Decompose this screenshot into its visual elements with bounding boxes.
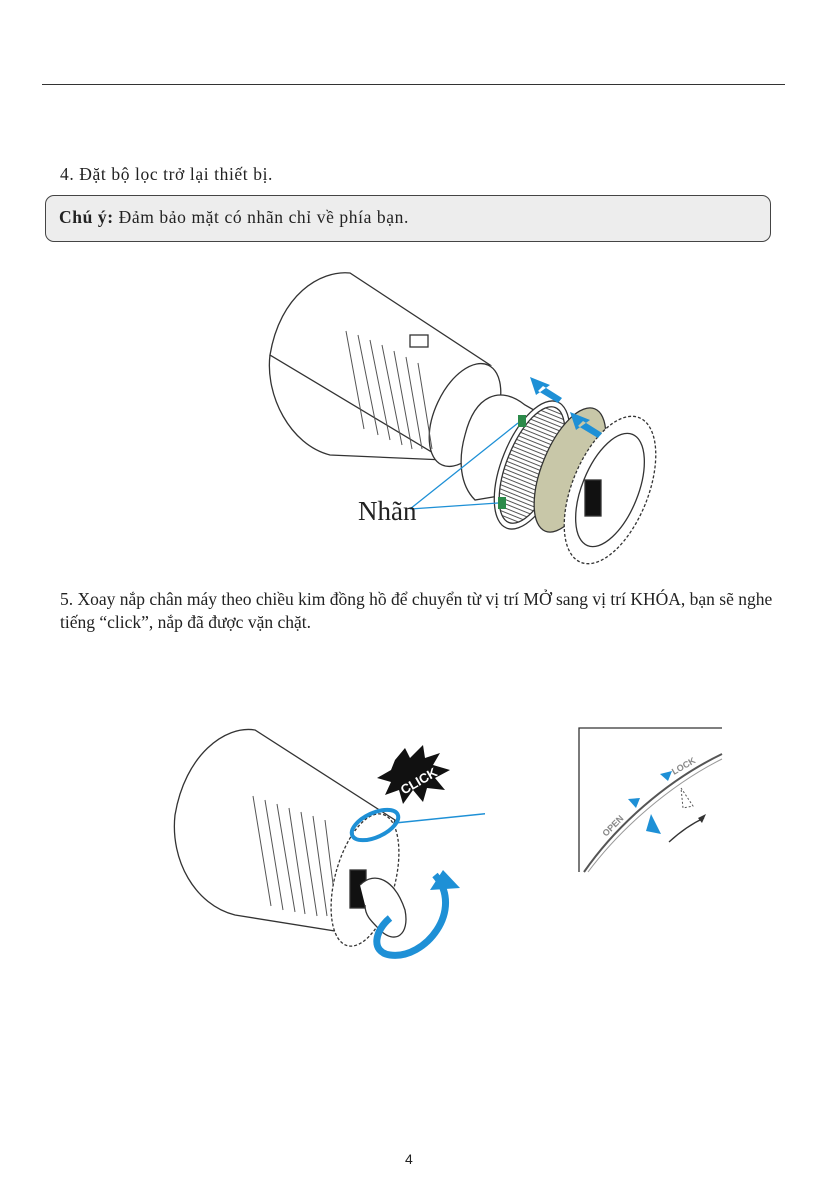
label-tab xyxy=(498,497,506,509)
twist-lock-illustration: CLICK xyxy=(173,728,485,959)
lock-highlight-circle xyxy=(349,807,401,843)
page-number: 4 xyxy=(405,1151,413,1167)
label-tab xyxy=(518,415,526,427)
lock-label: LOCK xyxy=(670,755,698,777)
step-5-text: 5. Xoay nắp chân máy theo chiều kim đồng… xyxy=(60,589,773,632)
note-label: Chú ý: xyxy=(59,207,114,227)
filter-insertion-illustration xyxy=(268,272,657,565)
label-pointer-lines xyxy=(409,422,519,510)
note-text: Đảm bảo mặt có nhãn chỉ về phía bạn. xyxy=(113,207,409,227)
label-callout: Nhãn xyxy=(358,496,417,526)
note-box: Chú ý: Đảm bảo mặt có nhãn chỉ về phía b… xyxy=(45,195,771,242)
zoom-pointer-line xyxy=(394,812,485,824)
click-burst-icon: CLICK xyxy=(377,745,450,804)
step-4-text: 4. Đặt bộ lọc trở lại thiết bị. xyxy=(60,164,274,184)
insert-arrow-icon xyxy=(530,377,602,438)
header-rule xyxy=(42,84,785,85)
rotate-clockwise-icon xyxy=(373,872,450,959)
lock-detail-inset: OPEN LOCK xyxy=(578,727,723,873)
